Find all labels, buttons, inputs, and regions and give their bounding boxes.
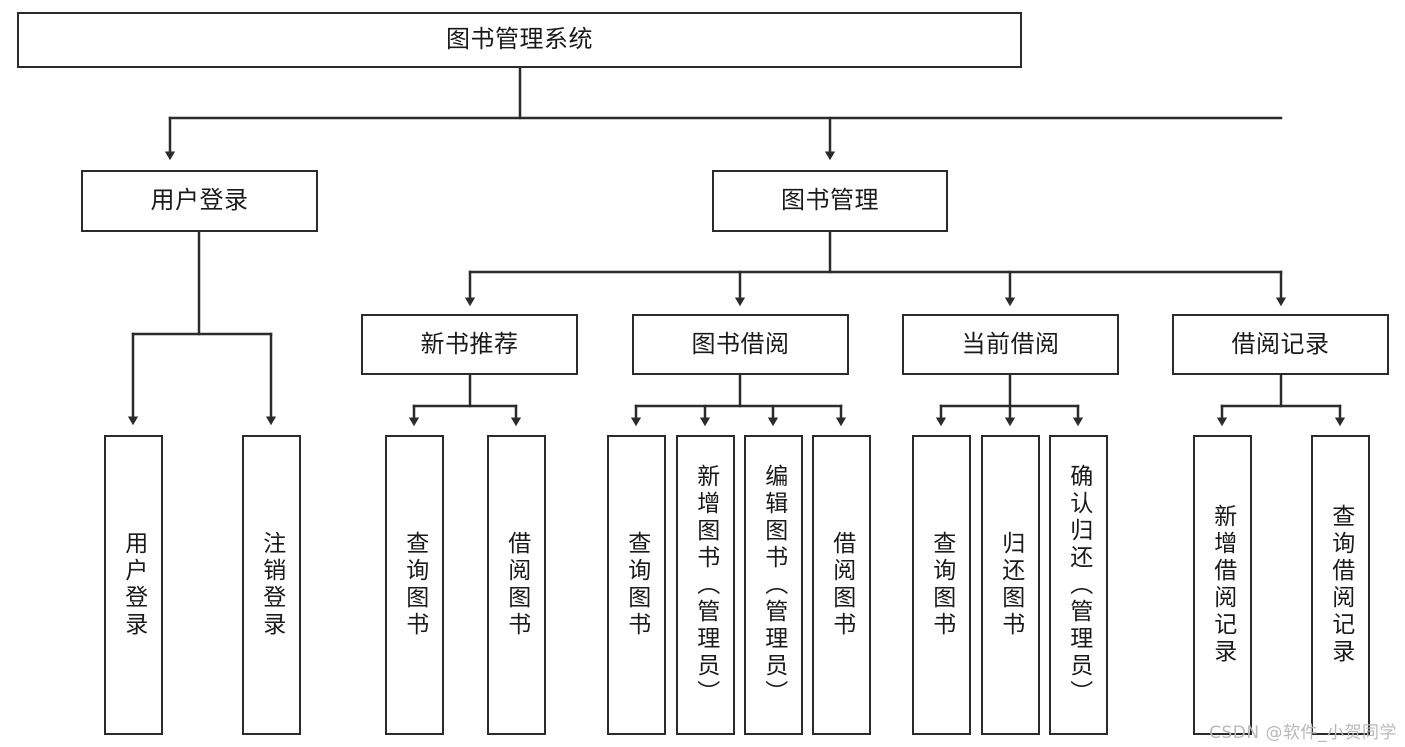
node-leaf-return-book-label: 归还图书 <box>997 531 1024 639</box>
node-leaf-borrow-book-2[interactable]: 借阅图书 <box>812 435 871 735</box>
node-leaf-confirm-return-label: 确认归还（管理员） <box>1065 463 1092 707</box>
node-borrow-record[interactable]: 借阅记录 <box>1172 314 1389 375</box>
node-root-label: 图书管理系统 <box>446 25 593 54</box>
node-leaf-query-book-2-label: 查询图书 <box>623 531 650 639</box>
node-user-login-label: 用户登录 <box>150 186 249 215</box>
node-leaf-logout[interactable]: 注销登录 <box>242 435 301 735</box>
node-current-borrow[interactable]: 当前借阅 <box>902 314 1119 375</box>
node-leaf-add-book[interactable]: 新增图书（管理员） <box>676 435 735 735</box>
node-leaf-query-record-label: 查询借阅记录 <box>1327 504 1354 666</box>
node-leaf-query-book-2[interactable]: 查询图书 <box>607 435 666 735</box>
node-leaf-borrow-book-1-label: 借阅图书 <box>503 531 530 639</box>
node-leaf-logout-label: 注销登录 <box>258 531 285 639</box>
node-borrow-record-label: 借阅记录 <box>1231 329 1330 358</box>
node-leaf-return-book[interactable]: 归还图书 <box>981 435 1040 735</box>
node-leaf-query-book-1[interactable]: 查询图书 <box>385 435 444 735</box>
node-book-management[interactable]: 图书管理 <box>712 170 948 232</box>
node-leaf-user-login[interactable]: 用户登录 <box>104 435 163 735</box>
node-leaf-edit-book[interactable]: 编辑图书（管理员） <box>744 435 803 735</box>
node-leaf-add-record[interactable]: 新增借阅记录 <box>1193 435 1252 735</box>
node-leaf-query-book-1-label: 查询图书 <box>401 531 428 639</box>
node-leaf-borrow-book-1[interactable]: 借阅图书 <box>487 435 546 735</box>
node-book-management-label: 图书管理 <box>781 186 879 215</box>
node-user-login[interactable]: 用户登录 <box>81 170 318 232</box>
node-leaf-query-book-3-label: 查询图书 <box>928 531 955 639</box>
node-root[interactable]: 图书管理系统 <box>17 12 1022 68</box>
node-leaf-add-book-label: 新增图书（管理员） <box>692 463 719 707</box>
node-leaf-user-login-label: 用户登录 <box>120 531 147 639</box>
node-book-borrow-label: 图书借阅 <box>691 329 790 358</box>
node-leaf-query-record[interactable]: 查询借阅记录 <box>1311 435 1370 735</box>
node-current-borrow-label: 当前借阅 <box>961 329 1060 358</box>
node-leaf-confirm-return[interactable]: 确认归还（管理员） <box>1049 435 1108 735</box>
node-new-book-recommend-label: 新书推荐 <box>420 329 519 358</box>
node-leaf-add-record-label: 新增借阅记录 <box>1209 504 1236 666</box>
node-leaf-edit-book-label: 编辑图书（管理员） <box>760 463 787 707</box>
node-leaf-query-book-3[interactable]: 查询图书 <box>912 435 971 735</box>
node-new-book-recommend[interactable]: 新书推荐 <box>361 314 578 375</box>
node-book-borrow[interactable]: 图书借阅 <box>632 314 849 375</box>
node-leaf-borrow-book-2-label: 借阅图书 <box>828 531 855 639</box>
